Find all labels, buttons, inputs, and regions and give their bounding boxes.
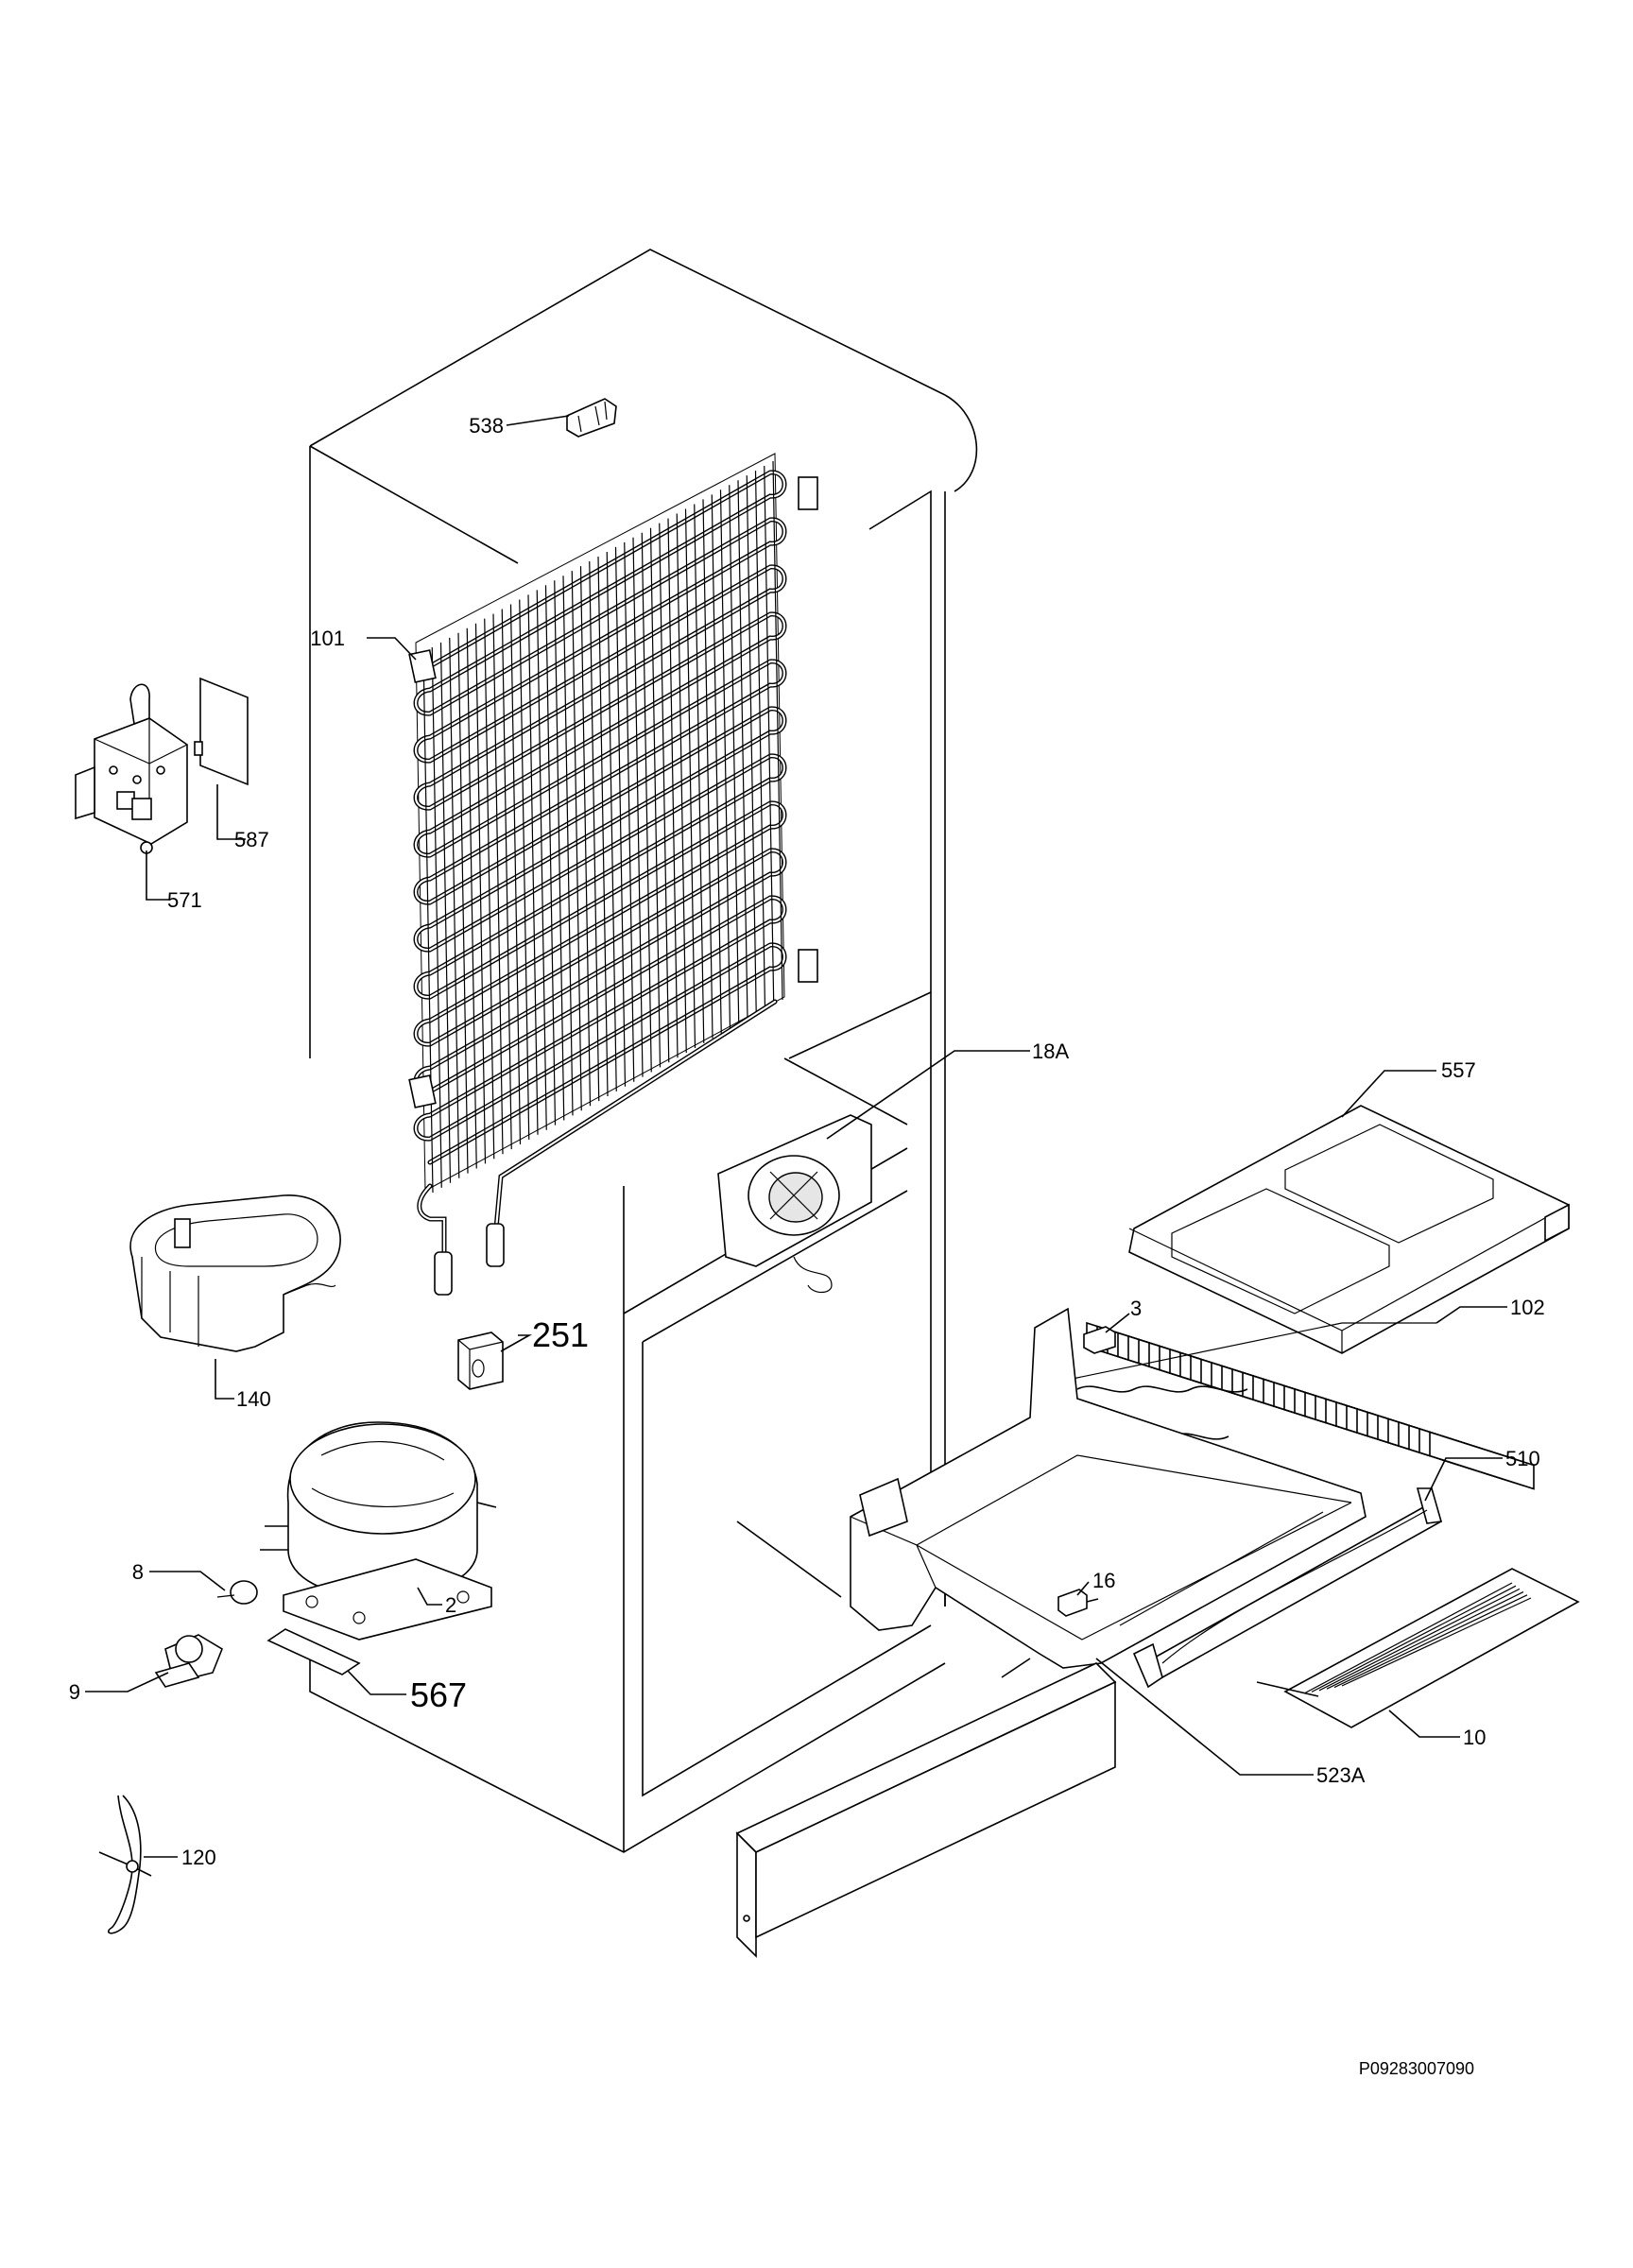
- clip-3: [1083, 1326, 1116, 1354]
- callout-120: 120: [181, 1846, 216, 1869]
- cable-harness: [98, 1795, 152, 1934]
- coil-wire: [544, 585, 557, 1125]
- coil-wire: [684, 508, 696, 1049]
- heater-plate: [1256, 1568, 1580, 1728]
- callout-538: 538: [469, 414, 504, 438]
- clip-part: [566, 398, 617, 438]
- coil-wire: [457, 632, 469, 1174]
- callout-101: 101: [310, 627, 345, 650]
- callout-567: 567: [410, 1675, 467, 1714]
- heater-wire: [1333, 1594, 1528, 1689]
- coil-wire: [649, 527, 662, 1068]
- coil-wire: [702, 499, 713, 1039]
- start-relay: [154, 1634, 223, 1688]
- drain-tray: [850, 1307, 1367, 1669]
- evaporator-cover: [1128, 1105, 1570, 1354]
- coil-wire: [439, 642, 452, 1183]
- coil-wire: [519, 599, 530, 1140]
- overload-relay: [216, 1580, 258, 1605]
- callout-571: 571: [167, 888, 202, 912]
- callout-510: 510: [1505, 1447, 1540, 1470]
- heater-wire: [1303, 1582, 1513, 1694]
- coil-wire: [694, 504, 705, 1043]
- coil-wire: [676, 513, 687, 1054]
- callout-16: 16: [1092, 1569, 1115, 1592]
- coil-wire: [509, 604, 522, 1145]
- compressor: [260, 1421, 497, 1641]
- callout-102: 102: [1510, 1296, 1545, 1319]
- coil-wire: [422, 651, 434, 1194]
- heater-wire: [1318, 1588, 1521, 1692]
- coil-wire: [624, 541, 635, 1082]
- coil-wire: [632, 537, 644, 1077]
- coil-wire: [466, 627, 477, 1169]
- coil-wire: [746, 475, 757, 1015]
- callout-557: 557: [1441, 1058, 1476, 1082]
- coil-wire: [431, 646, 442, 1188]
- coil-wire: [571, 571, 582, 1111]
- mounting-strip: [266, 1628, 361, 1675]
- coil-wire: [527, 594, 539, 1135]
- callout-9: 9: [69, 1680, 80, 1704]
- callout-523A: 523A: [1316, 1763, 1366, 1787]
- coil-wire: [579, 566, 592, 1107]
- damper-block: [457, 1332, 504, 1390]
- callout-labels: 538 101 587 571 18A 557 251 140 3 102 51…: [69, 414, 1545, 2078]
- coil-wire: [737, 480, 748, 1020]
- callout-587: 587: [234, 828, 269, 851]
- evaporator: [1067, 1321, 1535, 1490]
- heater-wire: [1341, 1597, 1532, 1687]
- coil-wire: [554, 580, 565, 1121]
- heater-wire: [1311, 1585, 1517, 1692]
- condenser-coil: [408, 453, 818, 1296]
- heater-wire: [1326, 1591, 1524, 1690]
- coil-wire: [536, 590, 547, 1130]
- front-rail: [1132, 1487, 1443, 1689]
- fan-assembly: [717, 1114, 872, 1294]
- compressor-housing: [129, 1194, 341, 1352]
- callout-2: 2: [445, 1593, 456, 1617]
- coil-wire: [764, 466, 775, 1005]
- callout-8: 8: [132, 1560, 144, 1584]
- coil-wire: [711, 494, 722, 1034]
- callout-140: 140: [236, 1387, 271, 1411]
- kick-plate: [735, 1662, 1117, 1958]
- reference-code: P09283007090: [1359, 2059, 1474, 2078]
- leader-lines: [85, 415, 1507, 1858]
- callout-18A: 18A: [1032, 1040, 1069, 1063]
- callout-251: 251: [532, 1315, 589, 1354]
- coil-wire: [597, 556, 609, 1097]
- coil-tube: [413, 470, 787, 1165]
- coil-tube-inner: [415, 471, 785, 1164]
- coil-wire: [659, 523, 670, 1063]
- coil-wire: [589, 561, 600, 1102]
- coil-wire: [501, 609, 512, 1150]
- coil-wire: [772, 460, 783, 1001]
- coil-wire: [492, 613, 504, 1155]
- insulation-plate: [194, 677, 249, 786]
- coil-wire: [641, 532, 652, 1073]
- evaporator-fin: [1429, 1431, 1535, 1490]
- coil-wire: [667, 518, 679, 1058]
- coil-wire: [719, 490, 731, 1029]
- clip-16: [1057, 1589, 1099, 1617]
- callout-3: 3: [1130, 1297, 1142, 1320]
- coil-wire: [562, 576, 574, 1116]
- coil-wire: [484, 618, 495, 1160]
- control-module: [75, 683, 188, 854]
- callout-10: 10: [1463, 1726, 1486, 1749]
- coil-wire: [729, 485, 740, 1024]
- coil-wire: [449, 637, 460, 1178]
- coil-wire: [474, 623, 487, 1164]
- coil-wire: [614, 546, 627, 1087]
- coil-wire: [754, 471, 766, 1010]
- coil-wire: [606, 551, 617, 1091]
